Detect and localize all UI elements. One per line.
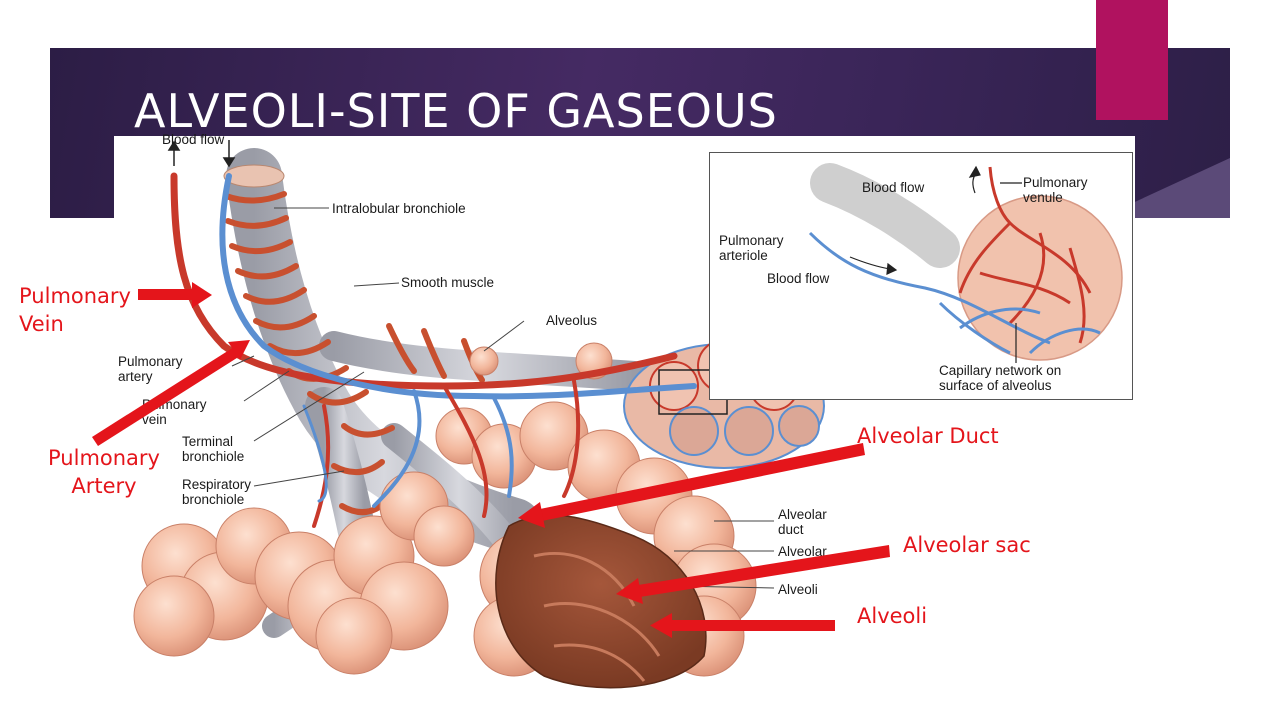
inset-blood-flow-bottom-label: Blood flow: [767, 271, 830, 286]
annotation-alveolar-duct: Alveolar Duct: [857, 424, 999, 448]
alveolar-sac-section: [495, 514, 707, 689]
alveolus-label: Alveolus: [546, 313, 598, 328]
smooth-muscle-label: Smooth muscle: [401, 275, 495, 290]
alveolar-sac-label: Alveolar: [778, 544, 827, 559]
annotation-pulmonary-artery: Pulmonary Artery: [48, 446, 160, 498]
inset-blood-flow-top-label: Blood flow: [862, 180, 925, 195]
intralobular-bronchiole-label: Intralobular bronchiole: [332, 201, 466, 216]
alveolar-duct-arrow: [518, 443, 865, 528]
respiratory-bronchiole-label: Respiratory bronchiole: [182, 477, 252, 507]
inset-pulmonary-venule-label: Pulmonary venule: [1023, 175, 1088, 205]
inset-panel: Blood flow Pulmonary venule Pulmonary ar…: [709, 152, 1133, 400]
alveolar-clusters: [133, 342, 757, 677]
accent-block: [1096, 0, 1168, 120]
pulmonary-vein-arrow: [138, 282, 212, 308]
annotation-alveolar-sac: Alveolar sac: [903, 533, 1031, 557]
inset-capillary-network-label: Capillary network on surface of alveolus: [939, 363, 1062, 393]
alveoli-arrow: [650, 613, 835, 638]
blood-flow-top-label: Blood flow: [162, 132, 225, 147]
annotation-pulmonary-vein: Pulmonary Vein: [19, 284, 131, 336]
slide-title: ALVEOLI-SITE OF GASEOUS: [134, 84, 778, 138]
annotation-alveoli: Alveoli: [857, 604, 928, 628]
alveolar-sac-arrow: [616, 545, 890, 604]
pulmonary-artery-arrow: [92, 340, 250, 446]
blood-flow-arrows: [167, 140, 236, 168]
alveolar-duct-label: Alveolar duct: [778, 507, 827, 537]
pulmonary-artery-label: Pulmonary artery: [118, 354, 183, 384]
alveoli-diagram: Blood flow Pulmonary venule Pulmonary ar…: [114, 132, 1135, 700]
inset-pulmonary-arteriole-label: Pulmonary arteriole: [719, 233, 784, 263]
terminal-bronchiole-label: Terminal bronchiole: [182, 434, 245, 464]
inset-artwork: [808, 163, 1123, 363]
leader-lines: [231, 207, 775, 589]
alveoli-label: Alveoli: [778, 582, 818, 597]
